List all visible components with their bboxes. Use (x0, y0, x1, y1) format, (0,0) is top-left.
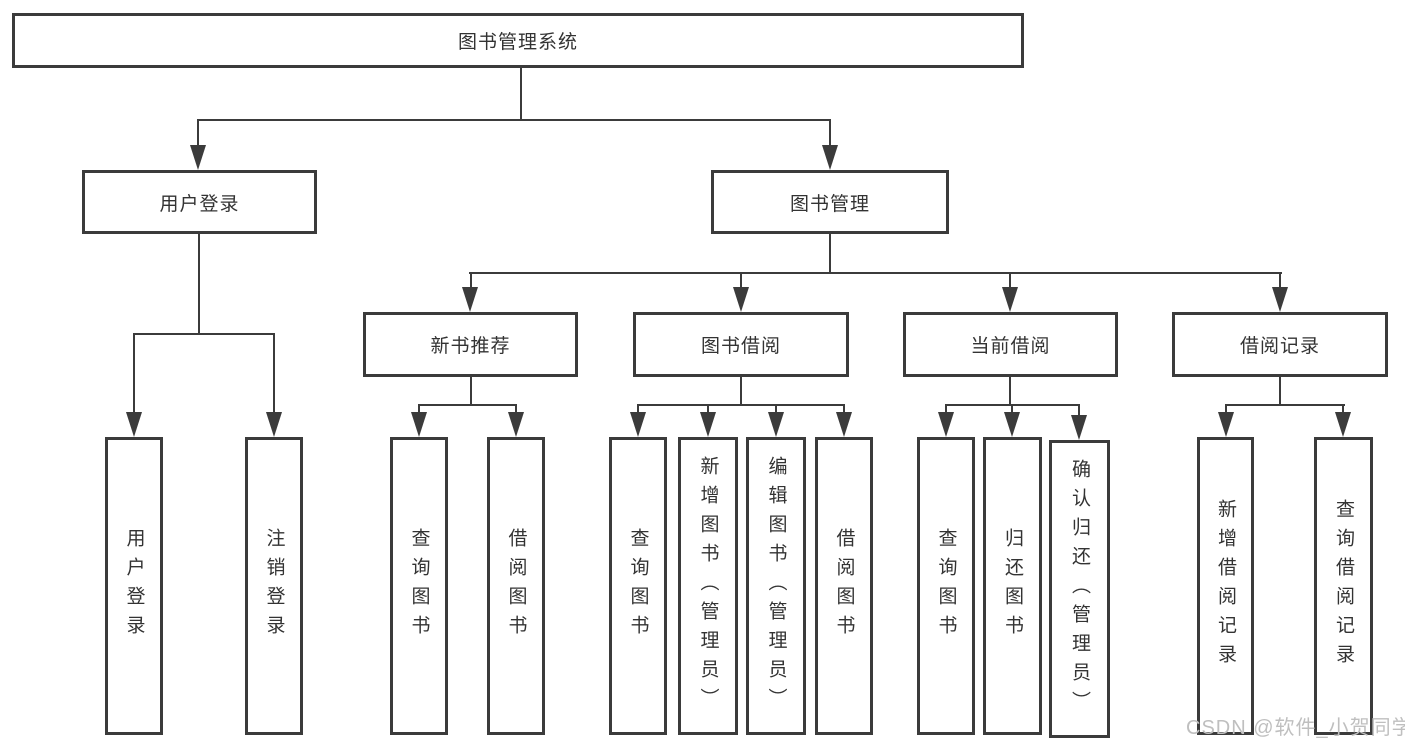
connector-borrowing-drop (740, 272, 742, 289)
arrowhead-to-d1 (1218, 412, 1234, 437)
connector-a2-drop (515, 404, 517, 414)
leaf-query-books-recommend-label: 查询图书 (408, 528, 430, 644)
arrowhead-to-c3 (1071, 415, 1087, 440)
leaf-return-books: 归还图书 (983, 437, 1042, 735)
connector-recommend-branch (418, 404, 517, 406)
arrowhead-to-book-management (822, 145, 838, 170)
node-user-login: 用户登录 (82, 170, 317, 234)
connector-login-child1-drop (133, 333, 135, 413)
arrowhead-to-records (1272, 287, 1288, 312)
arrowhead-to-c2 (1004, 412, 1020, 437)
node-library-system: 图书管理系统 (12, 13, 1024, 68)
arrowhead-to-current (1002, 287, 1018, 312)
leaf-query-books-current: 查询图书 (917, 437, 975, 735)
connector-records-stem (1279, 377, 1281, 406)
connector-b4-drop (843, 404, 845, 414)
connector-login-branch (133, 333, 275, 335)
leaf-edit-books-admin: 编辑图书（管理员） (746, 437, 806, 735)
arrowhead-to-recommend (462, 287, 478, 312)
arrowhead-to-b3 (768, 412, 784, 437)
connector-d1-drop (1225, 404, 1227, 414)
connector-mgmt-stem (829, 234, 831, 274)
connector-recommend-drop (470, 272, 472, 289)
connector-mgmt-drop (829, 119, 831, 147)
leaf-edit-books-admin-label: 编辑图书（管理员） (765, 455, 787, 717)
leaf-borrow-books-borrowing-label: 借阅图书 (833, 528, 855, 644)
connector-c1-drop (945, 404, 947, 414)
connector-b2-drop (707, 404, 709, 414)
leaf-add-borrow-record-label: 新增借阅记录 (1215, 499, 1236, 673)
node-book-management: 图书管理 (711, 170, 949, 234)
leaf-logout: 注销登录 (245, 437, 303, 735)
arrowhead-to-d2 (1335, 412, 1351, 437)
node-user-login-label: 用户登录 (159, 193, 240, 215)
connector-borrowing-branch (637, 404, 845, 406)
connector-borrowing-stem (740, 377, 742, 406)
connector-login-child2-drop (273, 333, 275, 413)
node-new-book-recommendation: 新书推荐 (363, 312, 578, 377)
arrowhead-to-a1 (411, 412, 427, 437)
node-current-borrowing: 当前借阅 (903, 312, 1118, 377)
connector-recommend-stem (470, 377, 472, 406)
connector-c2-drop (1011, 404, 1013, 414)
connector-root-stem (520, 68, 522, 121)
arrowhead-to-leaf-logout (266, 412, 282, 437)
leaf-return-books-label: 归还图书 (1002, 528, 1023, 644)
leaf-query-books-current-label: 查询图书 (935, 528, 957, 644)
leaf-user-login-label: 用户登录 (123, 528, 145, 644)
node-borrowing-records: 借阅记录 (1172, 312, 1388, 377)
leaf-query-borrow-record-label: 查询借阅记录 (1333, 499, 1354, 673)
arrowhead-to-b2 (700, 412, 716, 437)
node-book-borrowing: 图书借阅 (633, 312, 849, 377)
connector-current-drop (1009, 272, 1011, 289)
leaf-borrow-books-borrowing: 借阅图书 (815, 437, 873, 735)
leaf-query-books-borrowing: 查询图书 (609, 437, 667, 735)
node-borrowing-records-label: 借阅记录 (1239, 336, 1320, 357)
arrowhead-to-b4 (836, 412, 852, 437)
node-new-book-recommendation-label: 新书推荐 (430, 336, 511, 357)
connector-login-drop (197, 119, 199, 147)
leaf-add-books-admin-label: 新增图书（管理员） (697, 455, 719, 717)
connector-b1-drop (637, 404, 639, 414)
connector-b3-drop (775, 404, 777, 414)
arrowhead-to-a2 (508, 412, 524, 437)
leaf-borrow-books-recommend-label: 借阅图书 (505, 528, 527, 644)
leaf-add-borrow-record: 新增借阅记录 (1197, 437, 1254, 735)
connector-records-drop (1279, 272, 1281, 289)
connector-login-stem (198, 234, 200, 334)
arrowhead-to-borrowing (733, 287, 749, 312)
arrowhead-to-user-login (190, 145, 206, 170)
arrowhead-to-b1 (630, 412, 646, 437)
leaf-add-books-admin: 新增图书（管理员） (678, 437, 738, 735)
leaf-confirm-return-admin-label: 确认归还（管理员） (1069, 458, 1090, 720)
leaf-query-books-borrowing-label: 查询图书 (627, 528, 649, 644)
connector-d2-drop (1342, 404, 1344, 414)
connector-level2-branch (197, 119, 831, 121)
connector-a1-drop (418, 404, 420, 414)
node-library-system-label: 图书管理系统 (457, 32, 578, 53)
leaf-confirm-return-admin: 确认归还（管理员） (1049, 440, 1110, 738)
leaf-user-login: 用户登录 (105, 437, 163, 735)
leaf-logout-label: 注销登录 (263, 528, 285, 644)
arrowhead-to-c1 (938, 412, 954, 437)
leaf-query-borrow-record: 查询借阅记录 (1314, 437, 1373, 735)
connector-level3-branch (469, 272, 1282, 274)
connector-records-branch (1225, 404, 1345, 406)
connector-current-stem (1009, 377, 1011, 406)
leaf-borrow-books-recommend: 借阅图书 (487, 437, 545, 735)
arrowhead-to-leaf-user-login (126, 412, 142, 437)
csdn-watermark: CSDN @软件_小贺同学 (1186, 717, 1405, 739)
leaf-query-books-recommend: 查询图书 (390, 437, 448, 735)
node-book-management-label: 图书管理 (789, 193, 870, 215)
connector-c3-drop (1078, 404, 1080, 416)
node-book-borrowing-label: 图书借阅 (700, 336, 781, 357)
node-current-borrowing-label: 当前借阅 (970, 336, 1051, 357)
